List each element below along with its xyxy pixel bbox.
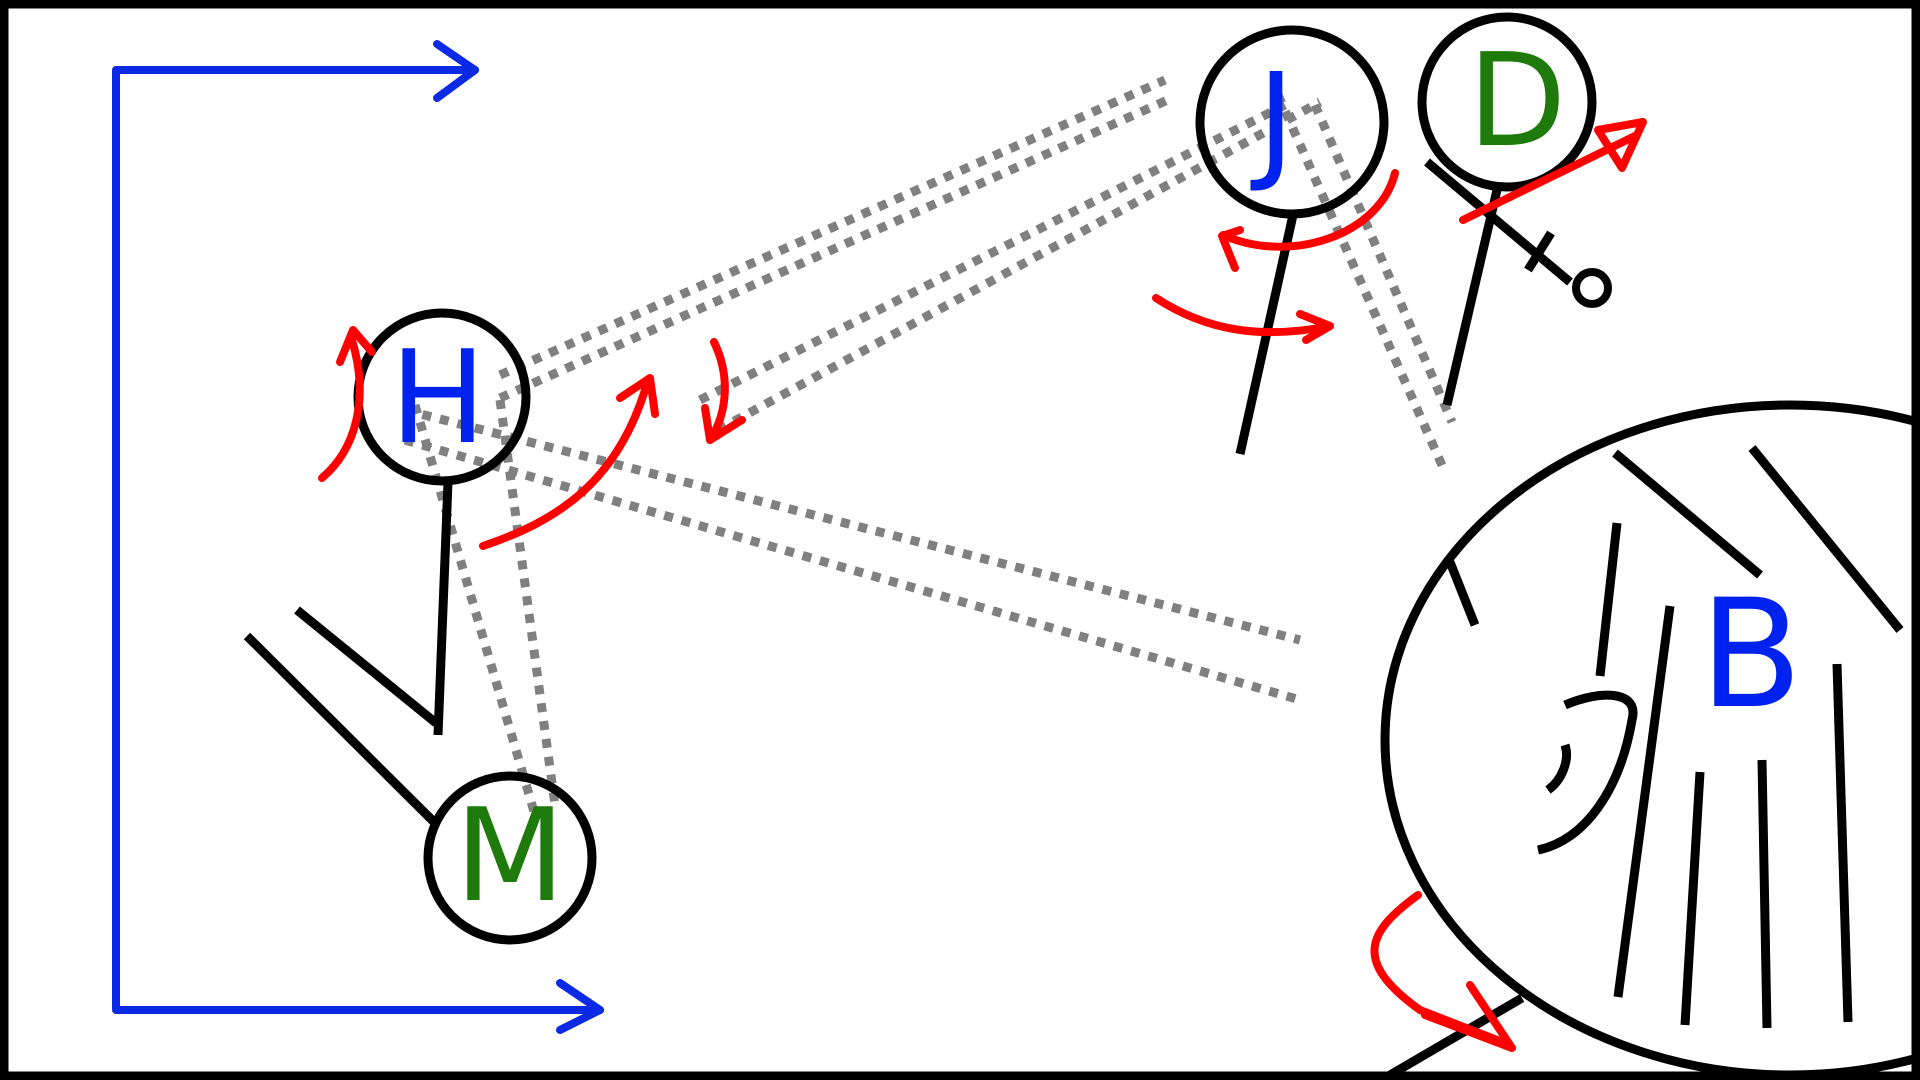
d-stem: [1442, 188, 1502, 407]
red-arrow-mid-down: [706, 338, 729, 444]
red-arrow-h-right-head: [616, 374, 659, 418]
node-m-label: M: [455, 782, 565, 931]
dotted-link-j-b-2: [1310, 103, 1457, 424]
b-stroke-7: [1757, 759, 1772, 1029]
red-arrow-h-up: [318, 336, 364, 482]
blue-arrowhead-top: [433, 40, 479, 102]
blue-bracket: [112, 40, 604, 1034]
red-arrow-d-right-head: [1594, 118, 1647, 172]
h-stem: [433, 481, 453, 736]
blue-arrowhead-bottom: [556, 979, 604, 1034]
red-arrow-j-left-head: [1218, 226, 1244, 272]
red-arrow-mid-down-head: [701, 404, 746, 444]
h-leg-upper: [294, 606, 439, 727]
node-j-label: J: [1250, 47, 1295, 196]
b-corner-line: [1387, 994, 1525, 1079]
d-pointer-cross: [1524, 230, 1555, 273]
node-m: M: [423, 771, 597, 945]
dotted-link-mid-j-1: [697, 100, 1288, 405]
d-pointer: [1424, 158, 1573, 286]
node-b-inner-strokes: [1445, 445, 1904, 1029]
node-m-circle: [423, 771, 597, 945]
red-arrow-h-right: [479, 376, 652, 550]
dotted-link-h-j-2: [498, 93, 1174, 403]
dotted-link-j-b-1: [1273, 93, 1450, 474]
b-stroke-5: [1613, 605, 1675, 998]
node-b-label: B: [1700, 568, 1803, 742]
d-pointer-tip: [1572, 268, 1612, 308]
b-stroke-4: [1445, 560, 1480, 627]
red-arrow-j-right-head: [1296, 310, 1334, 344]
node-j-circle: [1195, 25, 1389, 219]
node-j: J: [1195, 25, 1389, 219]
red-arrow-j-left: [1219, 169, 1399, 251]
b-stroke-1: [1612, 449, 1763, 579]
node-d: D: [1417, 12, 1597, 192]
node-d-circle: [1417, 12, 1597, 192]
dotted-link-h-j-1: [498, 75, 1167, 380]
red-arrow-b-down: [1370, 891, 1514, 1049]
node-d-label: D: [1468, 27, 1567, 176]
red-arrows: [318, 118, 1647, 1052]
red-arrow-b-down-head: [1421, 981, 1516, 1052]
dotted-link-h-m-2: [495, 399, 560, 806]
red-arrow-h-up-head: [336, 326, 376, 366]
node-b-ellipse: [1380, 400, 1920, 1080]
b-stroke-3: [1595, 522, 1622, 677]
red-arrow-j-right: [1152, 294, 1334, 337]
h-leg-lower: [243, 632, 439, 827]
b-curl: [1536, 690, 1638, 855]
dotted-link-mid-j-2: [715, 98, 1323, 434]
dotted-links: [403, 75, 1457, 817]
b-stroke-8: [1832, 663, 1853, 1023]
node-b: B: [1380, 400, 1920, 1080]
blue-bracket-line: [112, 66, 604, 1014]
b-stroke-2: [1748, 445, 1904, 633]
node-h-label: H: [390, 324, 486, 473]
b-stroke-6: [1680, 771, 1705, 1026]
dotted-link-h-b-2: [403, 435, 1302, 705]
b-hook: [1545, 743, 1571, 794]
